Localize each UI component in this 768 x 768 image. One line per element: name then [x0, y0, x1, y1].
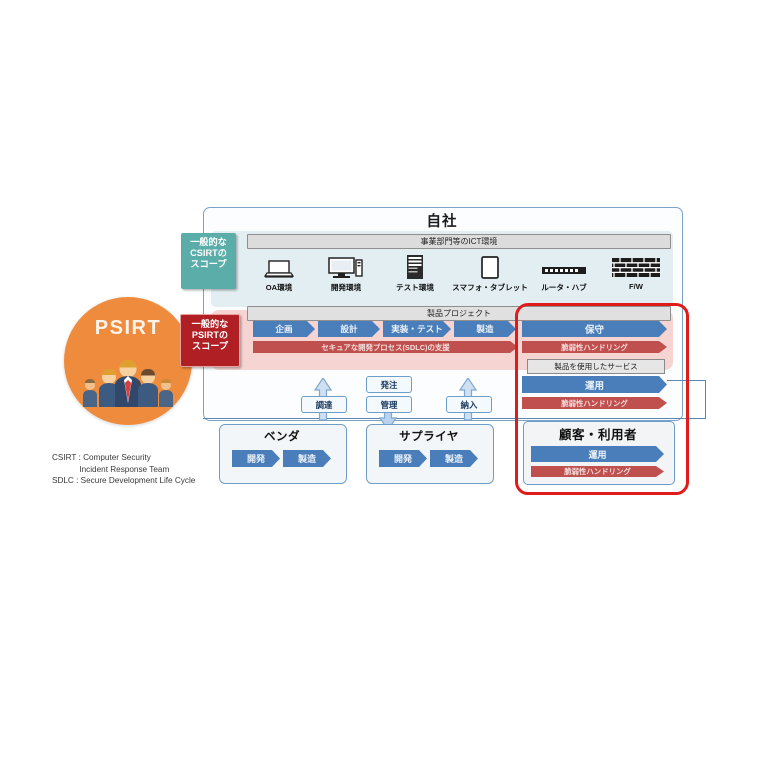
firewall-brick-icon — [600, 254, 672, 280]
vuln-handling-band-service[interactable]: 脆弱性ハンドリング — [522, 397, 667, 409]
connector-trunk-line — [203, 418, 705, 420]
vendor-step-dev[interactable]: 開発 — [232, 450, 280, 467]
ict-item-test: テスト環境 — [383, 254, 447, 293]
people-group-icon — [83, 360, 173, 407]
ict-label: 開発環境 — [330, 283, 362, 292]
legend-abbreviations: CSIRT : Computer Security Incident Respo… — [52, 453, 196, 486]
product-project-band: 製品プロジェクト — [247, 306, 671, 321]
ict-item-dev: 開発環境 — [314, 254, 378, 293]
phase-chevron-plan[interactable]: 企画 — [253, 321, 315, 337]
desktop-pc-icon — [314, 254, 378, 280]
phase-chevron-design[interactable]: 設計 — [318, 321, 380, 337]
ict-item-firewall: F/W — [600, 254, 672, 291]
service-operation-chevron[interactable]: 運用 — [522, 376, 667, 393]
vuln-handling-band-customer[interactable]: 脆弱性ハンドリング — [531, 466, 664, 477]
service-band-label: 製品を使用したサービス — [527, 359, 665, 374]
tag-management[interactable]: 管理 — [366, 396, 412, 413]
supplier-step-dev[interactable]: 開発 — [379, 450, 427, 467]
sdlc-support-band[interactable]: セキュアな開発プロセス(SDLC)の支援 — [253, 341, 518, 353]
arrow-down-management — [379, 396, 397, 430]
highlight-outline — [515, 303, 689, 495]
phase-chevron-maintenance[interactable]: 保守 — [522, 321, 667, 337]
tag-delivery[interactable]: 納入 — [446, 396, 492, 413]
tag-procurement[interactable]: 調達 — [301, 396, 347, 413]
psirt-scope-badge: 一般的な PSIRTの スコープ — [180, 314, 240, 367]
laptop-icon — [247, 254, 311, 280]
tag-order[interactable]: 発注 — [366, 376, 412, 393]
psirt-circle: PSIRT — [64, 297, 192, 425]
ict-band-label: 事業部門等のICT環境 — [247, 234, 671, 249]
ict-label: F/W — [629, 282, 643, 291]
ict-label: テスト環境 — [396, 283, 434, 292]
csirt-scope-badge: 一般的な CSIRTの スコープ — [181, 233, 236, 289]
supplier-step-manufacture[interactable]: 製造 — [430, 450, 478, 467]
psirt-circle-label: PSIRT — [94, 317, 162, 339]
router-icon — [528, 254, 600, 280]
ict-item-mobile: スマフォ・タブレット — [450, 254, 530, 293]
connector-right-riser — [705, 380, 707, 419]
ict-label: ルータ・ハブ — [541, 283, 587, 292]
vuln-handling-band-product[interactable]: 脆弱性ハンドリング — [522, 341, 667, 353]
vendor-title: ベンダ — [264, 431, 300, 443]
tablet-icon — [450, 254, 530, 280]
ict-label: OA環境 — [265, 283, 293, 292]
phase-chevron-implement-test[interactable]: 実装・テスト — [383, 321, 451, 337]
ict-label: スマフォ・タブレット — [452, 283, 528, 292]
company-title: 自社 — [426, 214, 458, 230]
server-rack-icon — [383, 254, 447, 280]
customer-title: 顧客・利用者 — [558, 428, 637, 442]
supplier-title: サプライヤ — [399, 431, 459, 443]
customer-operation-chevron[interactable]: 運用 — [531, 446, 664, 462]
phase-chevron-manufacture[interactable]: 製造 — [454, 321, 516, 337]
ict-item-oa: OA環境 — [247, 254, 311, 293]
ict-item-router: ルータ・ハブ — [528, 254, 600, 293]
vendor-step-manufacture[interactable]: 製造 — [283, 450, 331, 467]
